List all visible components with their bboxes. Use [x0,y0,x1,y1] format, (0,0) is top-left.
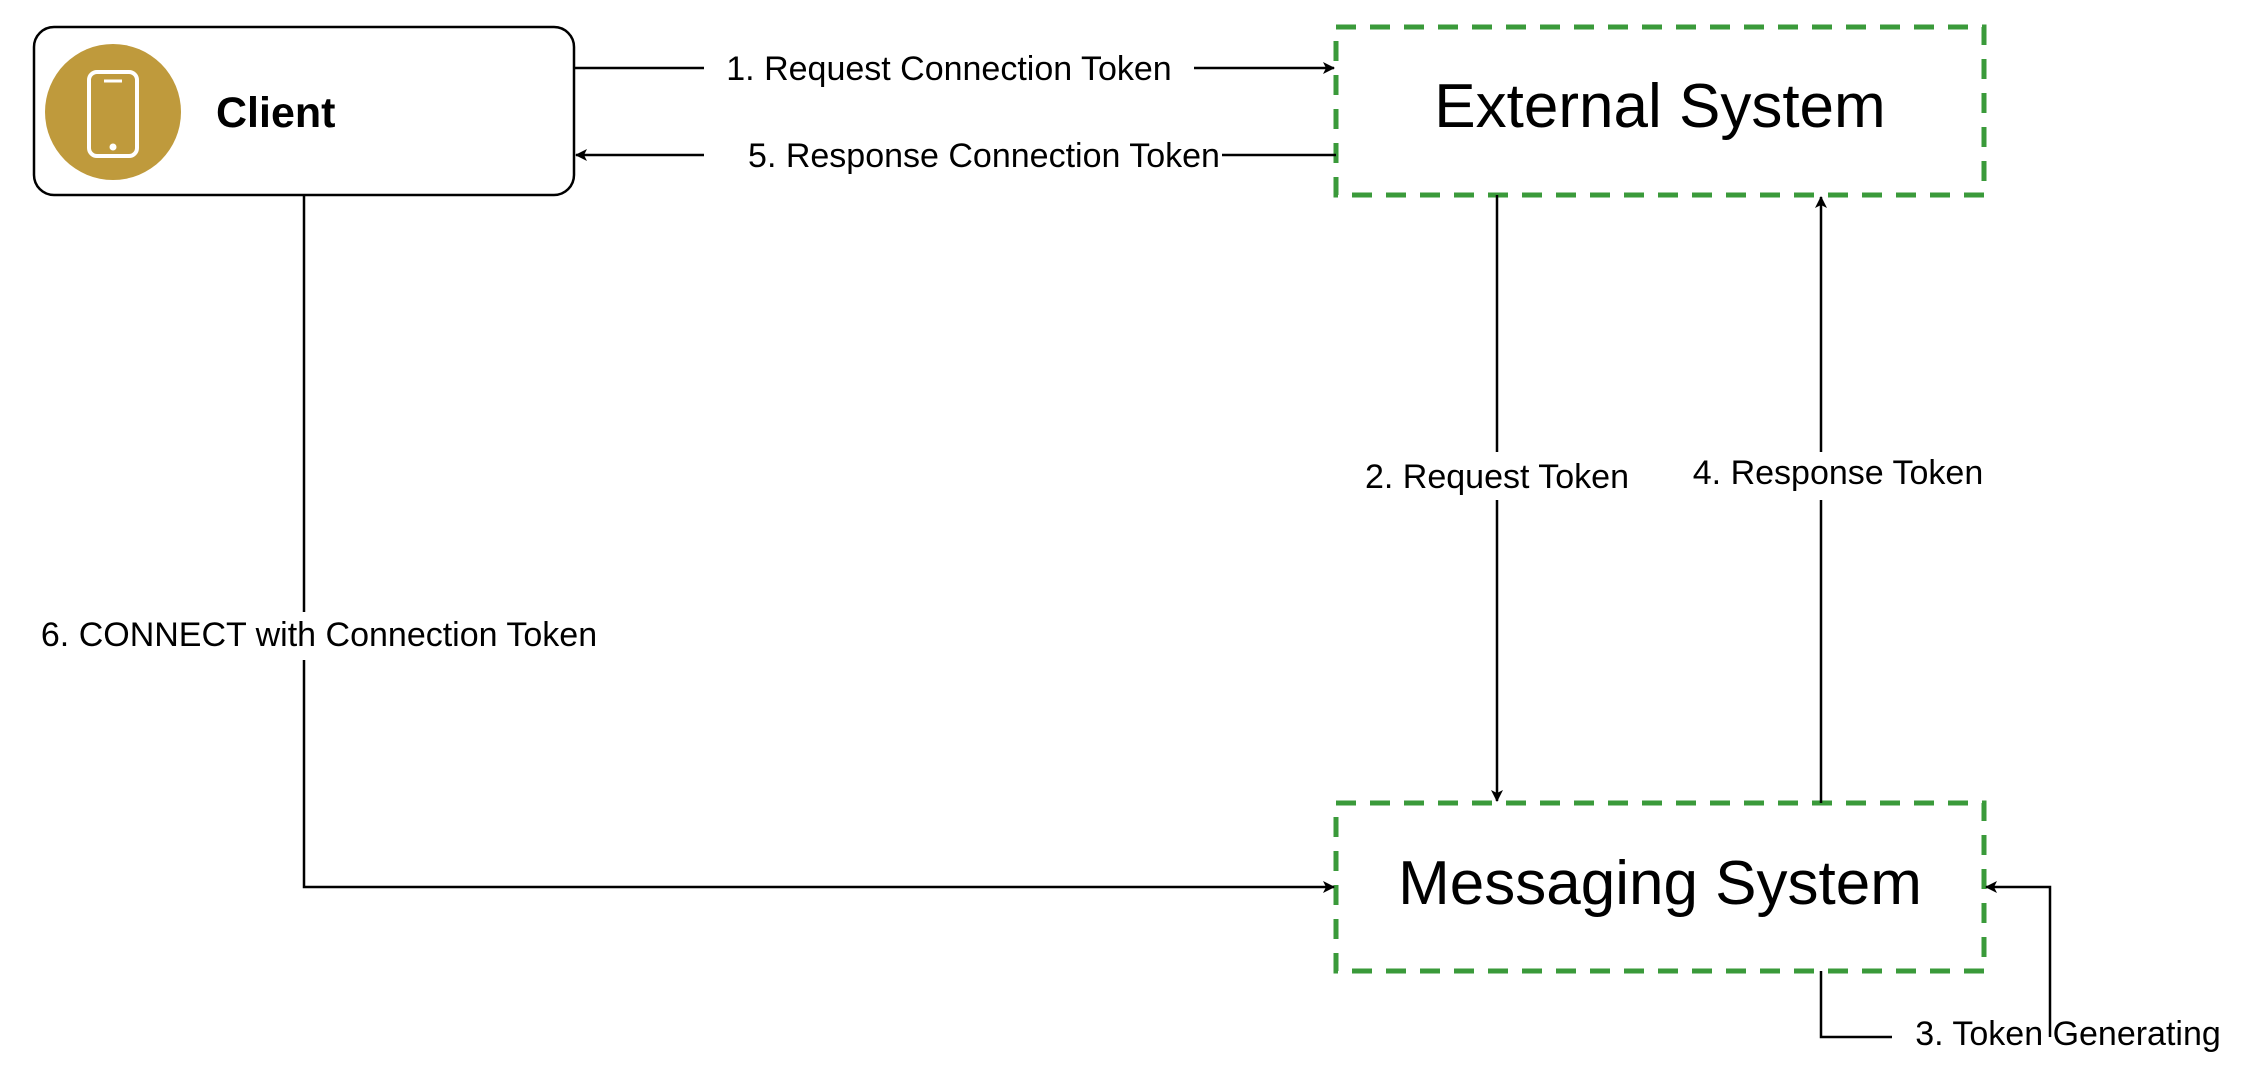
step5-label: 5. Response Connection Token [748,137,1220,175]
edge-step1: 1. Request Connection Token [574,50,1335,88]
external-system-label: External System [1434,72,1885,141]
edge-step6: 6. CONNECT with Connection Token [41,195,1335,893]
messaging-system-node: Messaging System [1333,800,1987,974]
edge-step3: 3. Token Generating [1819,881,2221,1053]
client-icon-circle [45,44,181,180]
external-system-box [1333,24,1987,198]
external-system-node: External System [1333,24,1987,198]
client-label: Client [216,89,335,137]
step6-label: 6. CONNECT with Connection Token [41,616,597,654]
step3-label: 3. Token Generating [1915,1015,2221,1053]
step1-label: 1. Request Connection Token [726,50,1171,88]
edge-step2: 2. Request Token [1365,195,1629,802]
edge-step4: 4. Response Token [1693,196,1983,803]
edge-step5: 5. Response Connection Token [575,137,1336,175]
messaging-system-label: Messaging System [1398,849,1922,918]
messaging-system-box [1333,800,1987,974]
step4-label: 4. Response Token [1693,454,1983,492]
smartphone-icon [45,44,181,180]
step2-label: 2. Request Token [1365,458,1629,496]
client-node: Client [32,25,576,197]
